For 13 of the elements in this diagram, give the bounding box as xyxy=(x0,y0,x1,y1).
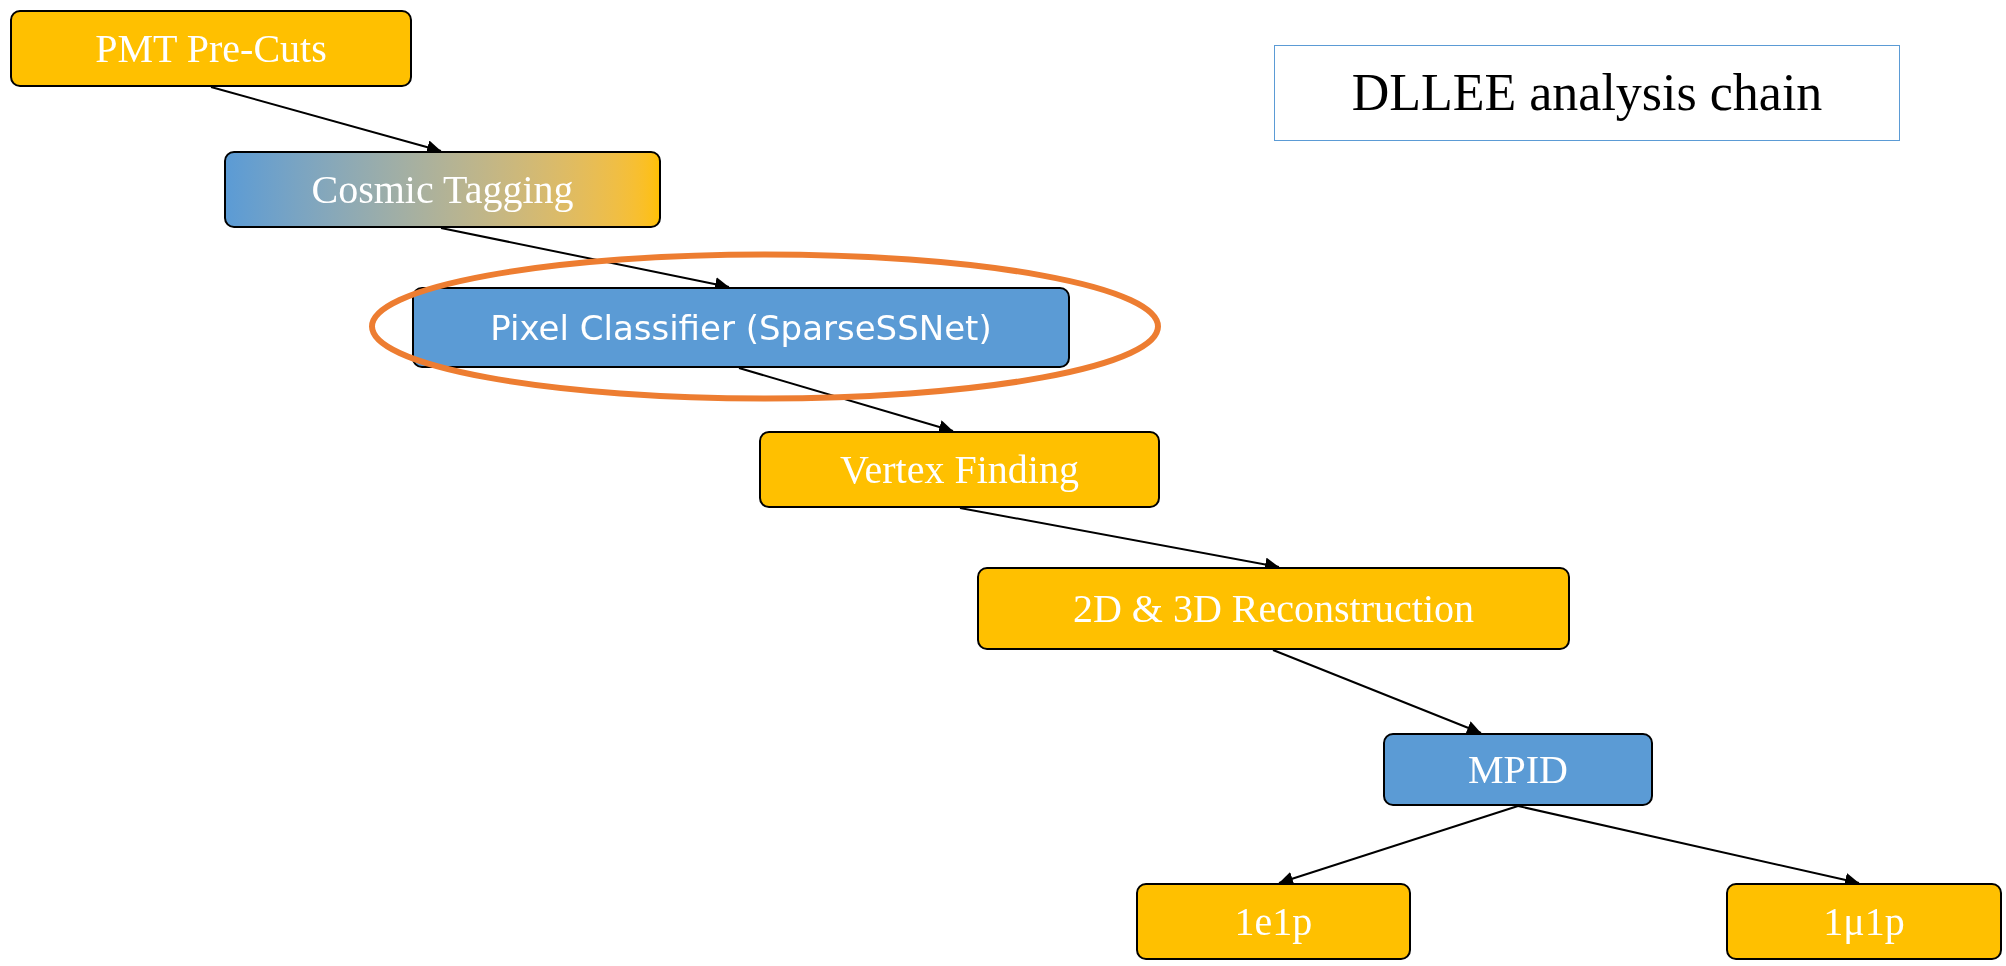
process-box: MPID xyxy=(1383,733,1653,806)
arrow xyxy=(210,86,442,154)
process-box: Vertex Finding xyxy=(759,431,1160,508)
process-box: 2D & 3D Reconstruction xyxy=(977,567,1570,650)
arrow xyxy=(1272,649,1482,735)
title: DLLEE analysis chain xyxy=(1274,45,1900,141)
process-box: PMT Pre-Cuts xyxy=(10,10,412,87)
arrow xyxy=(738,367,954,434)
process-box: 1e1p xyxy=(1136,883,1411,960)
process-box: Cosmic Tagging xyxy=(224,151,661,228)
arrow xyxy=(1278,805,1519,886)
process-box: 1μ1p xyxy=(1726,883,2002,960)
process-box: Pixel Classifier (SparseSSNet) xyxy=(412,287,1070,368)
